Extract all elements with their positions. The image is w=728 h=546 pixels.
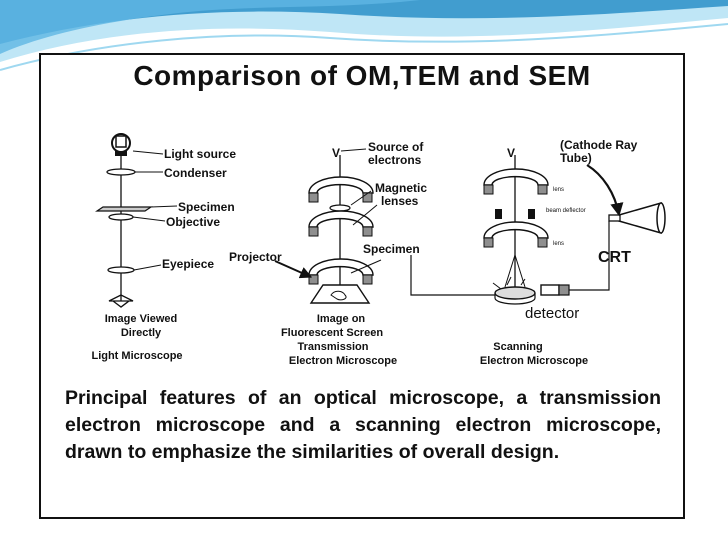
tem-name-2: Electron Microscope	[289, 355, 397, 367]
figure-title: Comparison of OM,TEM and SEM	[133, 60, 591, 91]
leader-eyepiece	[133, 264, 162, 271]
label-light-source: Light source	[164, 147, 236, 161]
figure-caption: Principal features of an optical microsc…	[65, 387, 661, 463]
label-beam-deflector: beam deflector	[546, 208, 586, 214]
leader-specimen	[150, 205, 178, 208]
label-condenser: Condenser	[164, 166, 227, 180]
label-magnetic-1: Magnetic	[375, 181, 427, 195]
sem-beam-deflector	[495, 209, 535, 219]
slide-figure: Comparison of OM,TEM and SEM	[39, 53, 685, 519]
om-image-caption-1: Image Viewed	[105, 313, 178, 325]
tem-name-1: Transmission	[298, 341, 369, 353]
objective-lens	[108, 213, 134, 221]
crt-pointer-arrow	[586, 164, 624, 217]
om-image-caption-2: Directly	[121, 327, 162, 339]
tem-microscope: V	[229, 140, 427, 367]
leader-magnetic-2	[352, 204, 378, 226]
specimen-slide	[95, 206, 153, 212]
sem-name-1: Scanning	[493, 341, 543, 353]
label-specimen-tem: Specimen	[363, 242, 420, 256]
tem-image-caption-2: Fluorescent Screen	[281, 327, 383, 339]
sem-microscope: V	[410, 138, 666, 367]
leader-magnetic	[350, 190, 372, 206]
leader-light-source	[132, 150, 164, 155]
eyepiece-lens	[107, 266, 135, 274]
wave-line	[0, 23, 728, 71]
om-name: Light Microscope	[91, 350, 182, 362]
label-crt-note-2: Tube)	[560, 151, 592, 165]
sem-detector	[540, 284, 570, 296]
sem-specimen-stage	[492, 276, 536, 305]
sem-signal-wire	[410, 255, 495, 296]
label-eyepiece: Eyepiece	[162, 257, 214, 271]
tem-projector-lens	[308, 258, 374, 285]
sem-crt-wire	[569, 221, 610, 291]
sem-crt	[608, 202, 666, 234]
label-detector: detector	[525, 305, 579, 322]
label-sem-lens-2: lens	[553, 241, 564, 247]
condenser-lens	[106, 168, 136, 176]
tem-fluorescent-screen	[309, 284, 371, 304]
leader-projector	[274, 260, 313, 279]
light-bulb-icon	[111, 133, 131, 156]
sem-gun-symbol: V	[507, 146, 515, 160]
label-source-1: Source of	[368, 140, 424, 154]
tem-objective-lens	[308, 210, 374, 237]
sem-name-2: Electron Microscope	[480, 355, 588, 367]
label-crt-note-1: (Cathode Ray	[560, 138, 638, 152]
label-source-2: electrons	[368, 153, 422, 167]
leader-specimen-tem	[350, 259, 382, 274]
tem-image-caption-1: Image on	[317, 313, 366, 325]
tem-condenser-lens	[308, 176, 374, 203]
label-sem-lens-1: lens	[553, 187, 564, 193]
label-specimen: Specimen	[178, 200, 235, 214]
label-crt: CRT	[598, 249, 631, 266]
light-microscope: Light source Condenser Specimen Objectiv…	[91, 133, 236, 362]
microscope-diagram: Light source Condenser Specimen Objectiv…	[91, 133, 666, 367]
leader-source	[340, 148, 367, 152]
label-magnetic-2: lenses	[381, 194, 419, 208]
sem-lower-lens	[483, 221, 549, 248]
sem-upper-lens	[483, 168, 549, 195]
label-objective: Objective	[166, 215, 220, 229]
leader-objective	[132, 216, 166, 222]
wave-band-mid	[0, 0, 420, 54]
tem-specimen	[329, 204, 351, 212]
om-image-symbol	[108, 294, 134, 308]
label-projector: Projector	[229, 250, 282, 264]
tem-gun-symbol: V	[332, 146, 340, 160]
